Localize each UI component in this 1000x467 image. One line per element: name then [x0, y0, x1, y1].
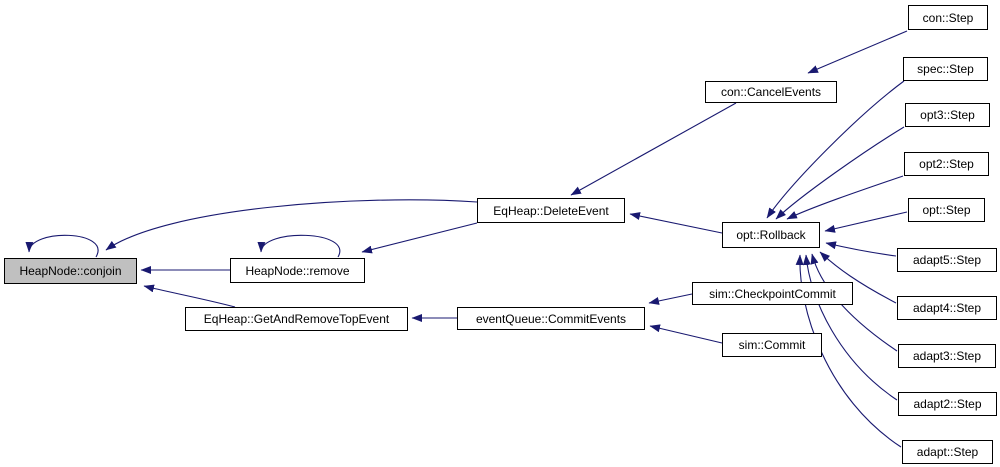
edge-opt3-step-to-opt-rollback [775, 126, 905, 220]
edge-eqheap-getandremovetopevent-to-heapnode-conjoin [143, 284, 236, 308]
edge-opt-rollback-to-eqheap-deleteevent [629, 212, 723, 234]
edge-eqheap-deleteevent-to-heapnode-conjoin [105, 199, 478, 251]
edge-heapnode-remove-to-heapnode-remove [257, 234, 341, 258]
node-eqheap-deleteevent[interactable]: EqHeap::DeleteEvent [477, 198, 625, 223]
node-con-cancelevents[interactable]: con::CancelEvents [705, 81, 837, 103]
node-adapt2-step[interactable]: adapt2::Step [898, 392, 997, 416]
node-adapt4-step[interactable]: adapt4::Step [897, 296, 997, 320]
edge-spec-step-to-opt-rollback [766, 80, 905, 219]
node-heapnode-conjoin[interactable]: HeapNode::conjoin [4, 258, 137, 284]
edge-adapt2-step-to-opt-rollback [802, 254, 898, 401]
node-opt-step[interactable]: opt::Step [908, 198, 985, 222]
node-sim-checkpointcommit[interactable]: sim::CheckpointCommit [692, 282, 853, 305]
edge-adapt5-step-to-opt-rollback [825, 241, 897, 257]
edge-heapnode-conjoin-to-heapnode-conjoin [25, 234, 99, 258]
node-con-step[interactable]: con::Step [908, 5, 988, 30]
node-opt2-step[interactable]: opt2::Step [904, 152, 989, 176]
edge-opt-step-to-opt-rollback [824, 211, 908, 233]
node-opt-rollback[interactable]: opt::Rollback [722, 222, 820, 248]
node-spec-step[interactable]: spec::Step [903, 57, 988, 81]
node-adapt5-step[interactable]: adapt5::Step [897, 248, 997, 272]
edge-opt2-step-to-opt-rollback [786, 175, 904, 220]
edge-con-cancelevents-to-eqheap-deleteevent [570, 102, 737, 196]
node-sim-commit[interactable]: sim::Commit [722, 333, 822, 357]
edge-con-step-to-con-cancelevents [807, 30, 908, 74]
node-opt3-step[interactable]: opt3::Step [905, 103, 990, 127]
edge-sim-checkpointcommit-to-eventqueue-commitevents [648, 293, 693, 305]
edge-adapt4-step-to-opt-rollback [819, 251, 897, 304]
node-eventqueue-commitevents[interactable]: eventQueue::CommitEvents [457, 307, 645, 330]
node-adapt3-step[interactable]: adapt3::Step [898, 344, 996, 368]
node-adapt-step[interactable]: adapt::Step [902, 440, 993, 464]
edge-sim-commit-to-eventqueue-commitevents [649, 324, 723, 344]
node-heapnode-remove[interactable]: HeapNode::remove [230, 258, 365, 283]
edge-eqheap-deleteevent-to-heapnode-remove [361, 222, 478, 254]
node-eqheap-getandremovetopevent[interactable]: EqHeap::GetAndRemoveTopEvent [185, 307, 408, 331]
